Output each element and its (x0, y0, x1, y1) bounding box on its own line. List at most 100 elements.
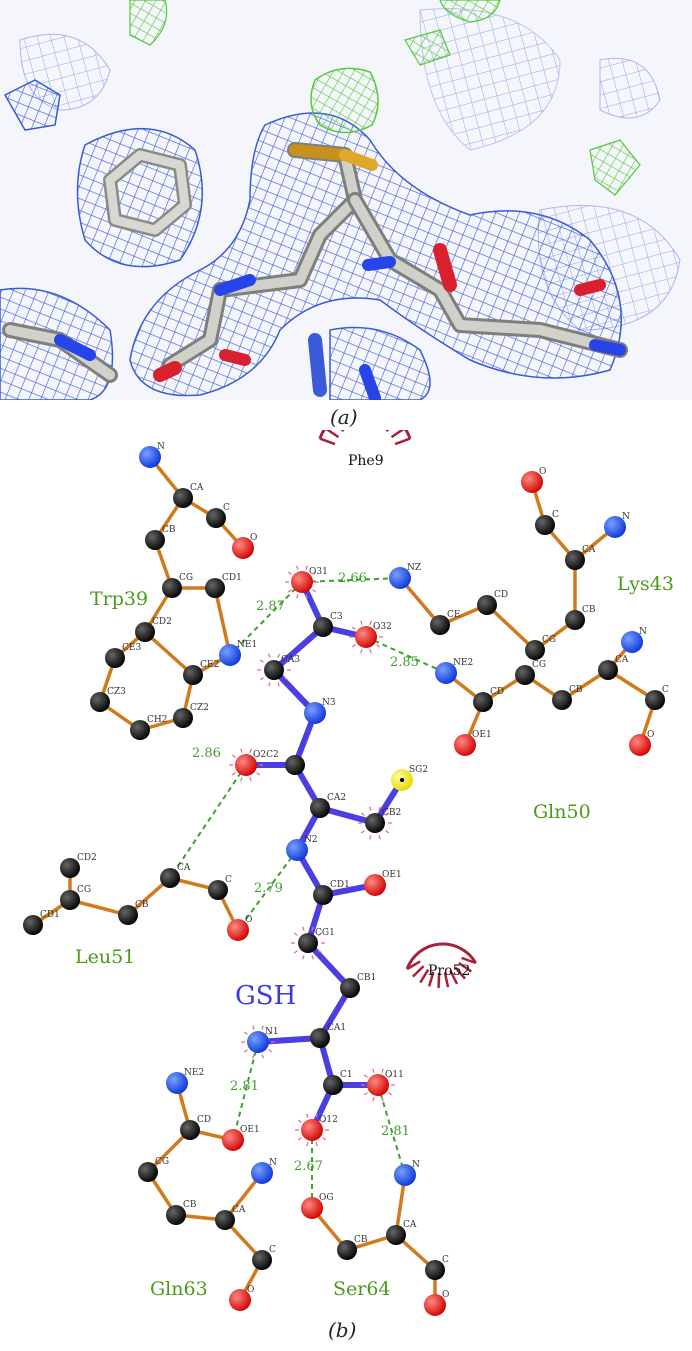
atom-lys-o (521, 471, 543, 493)
atom-gln50-ca (598, 660, 618, 680)
atom-label: NE1 (237, 640, 257, 650)
atom-trp-cz2 (173, 708, 193, 728)
atom-ser-o (424, 1294, 446, 1316)
atom-label: CB (162, 525, 176, 535)
atom-ser-cb (337, 1240, 357, 1260)
residue-label-gln63: Gln63 (150, 1278, 208, 1300)
atom-label: N (157, 442, 165, 452)
contact-marks (358, 806, 392, 840)
atom-gln50-n (621, 631, 643, 653)
caption-b: (b) (328, 1318, 357, 1342)
atom-gln50-cb (552, 690, 572, 710)
atom-label: CG (542, 635, 556, 645)
atom-label: O (250, 533, 257, 543)
atom-label: CE2 (200, 660, 219, 670)
atom-gln63-n (251, 1162, 273, 1184)
atom-label: CB (354, 1235, 368, 1245)
atom-label: OG (319, 1193, 334, 1203)
atom-gln63-cg (138, 1162, 158, 1182)
residue-bond (485, 603, 537, 652)
atom-label: CD (494, 590, 508, 600)
atom-label: C (269, 1245, 276, 1255)
contact-marks (361, 1068, 395, 1102)
residue-label-ser64: Ser64 (333, 1278, 391, 1300)
contact-marks (291, 926, 325, 960)
atom-trp-cd1 (205, 578, 225, 598)
atom-label: O (647, 730, 654, 740)
atom-g-ca1 (310, 1028, 330, 1048)
atom-g-o31 (291, 571, 313, 593)
atom-label: CG (155, 1157, 169, 1167)
hydrogen-bond (301, 577, 401, 583)
atom-label: O (245, 915, 252, 925)
atom-trp-cd2 (135, 622, 155, 642)
atom-label: CA (190, 483, 204, 493)
atom-label: CZ2 (190, 703, 209, 713)
atom-label: OE1 (472, 730, 492, 740)
hbond-distance-o11-n: 2.81 (381, 1124, 410, 1139)
atom-gln63-cd (180, 1120, 200, 1140)
atom-label: C (225, 875, 232, 885)
atom-lys-cd (477, 595, 497, 615)
atom-lys-cb (565, 610, 585, 630)
hbond-distance-o31-nz: 2.66 (338, 571, 367, 586)
contact-marks (295, 1113, 329, 1147)
atom-label: NZ (407, 563, 421, 573)
atom-label: CD1 (330, 880, 350, 890)
atom-gln63-o (229, 1289, 251, 1311)
atom-ser-ca (386, 1225, 406, 1245)
residue-label-lys43: Lys43 (617, 573, 674, 595)
atom-gln63-ne2 (166, 1072, 188, 1094)
atom-lys-c (535, 515, 555, 535)
atom-label: CA (582, 545, 596, 555)
atom-g-c2 (285, 755, 305, 775)
hbond-distance-o2-n: 2.86 (192, 746, 221, 761)
atom-leu-c (208, 880, 228, 900)
atom-label: O (247, 1285, 254, 1295)
atom-label: CA2 (327, 793, 346, 803)
electron-density-panel (0, 0, 692, 400)
atom-trp-ce2 (183, 665, 203, 685)
atom-label: O12 (319, 1115, 338, 1125)
atom-trp-ca (173, 488, 193, 508)
atom-leu-cd1 (23, 915, 43, 935)
atom-label: CE3 (122, 643, 141, 653)
atom-label: N2 (304, 835, 318, 845)
atom-label: O2C2 (253, 750, 279, 760)
atom-label: NE2 (453, 658, 473, 668)
atom-label: CB (569, 685, 583, 695)
residue-label-leu51: Leu51 (75, 946, 135, 968)
atom-label: CA3 (281, 655, 300, 665)
electron-density-image (0, 0, 681, 400)
atom-label: CA (177, 863, 191, 873)
atom-label: N (412, 1160, 420, 1170)
hydrogen-bond (232, 1041, 259, 1141)
hbond-distance-o12-og: 2.67 (294, 1159, 323, 1174)
hbond-distance-n1-oe1: 2.81 (230, 1079, 259, 1094)
contact-marks (229, 748, 263, 782)
hydrogen-bond (237, 849, 298, 931)
atom-lys-ce (430, 615, 450, 635)
atom-g-n2 (286, 839, 308, 861)
atom-lys-ca (565, 550, 585, 570)
atom-label: CB (183, 1200, 197, 1210)
atom-label: O (539, 467, 546, 477)
atom-leu-ca (160, 868, 180, 888)
atom-g-n3 (304, 702, 326, 724)
atom-g-o32 (355, 626, 377, 648)
hbond-distance-o31-ne1: 2.87 (256, 599, 285, 614)
atom-label: CG (77, 885, 91, 895)
atom-leu-cg (60, 890, 80, 910)
hydrogen-bond (229, 581, 303, 656)
atom-g-o12 (301, 1119, 323, 1141)
atom-label: CG (179, 573, 193, 583)
hydrogen-bond (169, 764, 247, 879)
atom-gln63-ca (215, 1210, 235, 1230)
ligand-bond (271, 624, 326, 673)
atom-label: CE (447, 610, 460, 620)
atom-g-cb2 (365, 813, 385, 833)
atom-leu-o (227, 919, 249, 941)
atom-gln50-o (629, 734, 651, 756)
